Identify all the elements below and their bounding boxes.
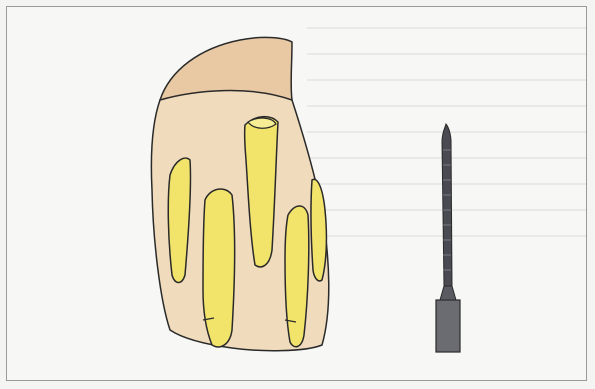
bur-neck xyxy=(440,286,456,300)
bur-shaft xyxy=(436,300,460,352)
canal-right xyxy=(311,179,327,281)
canal-center-right xyxy=(285,206,309,347)
bur-head xyxy=(442,124,452,286)
diamond-bur xyxy=(436,124,460,352)
canal-center-left xyxy=(203,189,235,347)
